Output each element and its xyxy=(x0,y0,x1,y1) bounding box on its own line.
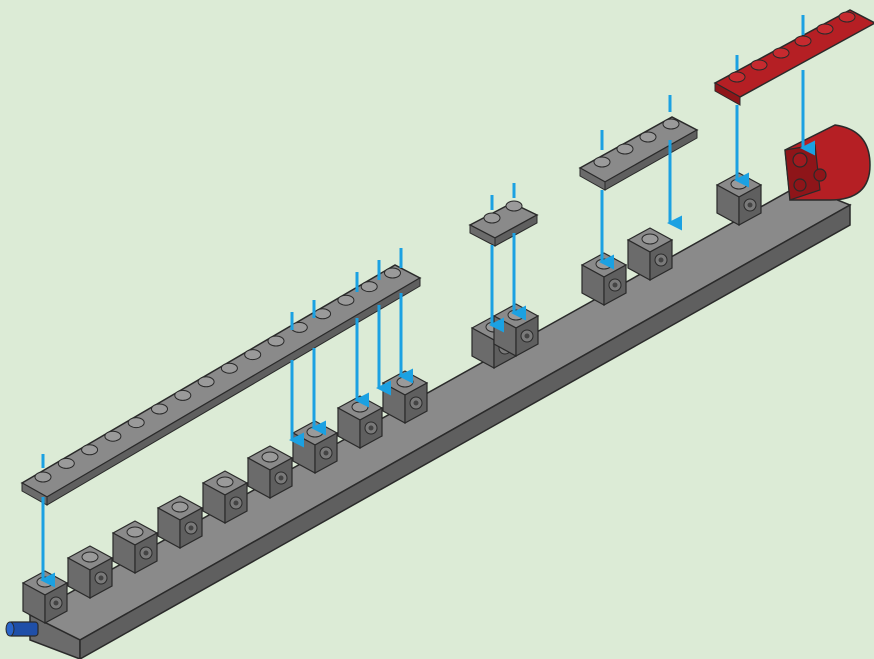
side-stud-brick xyxy=(582,253,626,305)
side-stud-brick xyxy=(248,446,292,498)
side-stud-brick xyxy=(628,228,672,280)
stud xyxy=(221,363,237,373)
stud xyxy=(291,322,307,332)
stud xyxy=(58,458,74,468)
stud xyxy=(128,418,144,428)
side-stud-bricks xyxy=(23,173,761,623)
stud xyxy=(245,350,261,360)
side-stud-brick xyxy=(717,173,761,225)
side-stud-brick xyxy=(383,371,427,423)
stud xyxy=(152,404,168,414)
stud xyxy=(315,309,331,319)
red-plate-1x6 xyxy=(715,10,874,105)
side-stud-brick xyxy=(293,421,337,473)
stud xyxy=(361,282,377,292)
stud xyxy=(105,431,121,441)
side-stud-brick xyxy=(113,521,157,573)
short-plate-1x2 xyxy=(470,201,537,246)
stud xyxy=(268,336,284,346)
blue-axle-pin xyxy=(6,622,38,636)
stud xyxy=(175,390,191,400)
stud xyxy=(82,445,98,455)
side-stud-brick xyxy=(338,396,382,448)
side-stud-brick xyxy=(494,304,538,356)
side-stud-brick xyxy=(203,471,247,523)
side-stud-brick xyxy=(23,571,67,623)
side-stud-brick xyxy=(158,496,202,548)
stud xyxy=(198,377,214,387)
side-stud-brick xyxy=(68,546,112,598)
stud xyxy=(385,268,401,278)
plate-1x4 xyxy=(580,117,697,190)
stud xyxy=(35,472,51,482)
red-curved-slope xyxy=(785,125,870,200)
stud xyxy=(338,295,354,305)
